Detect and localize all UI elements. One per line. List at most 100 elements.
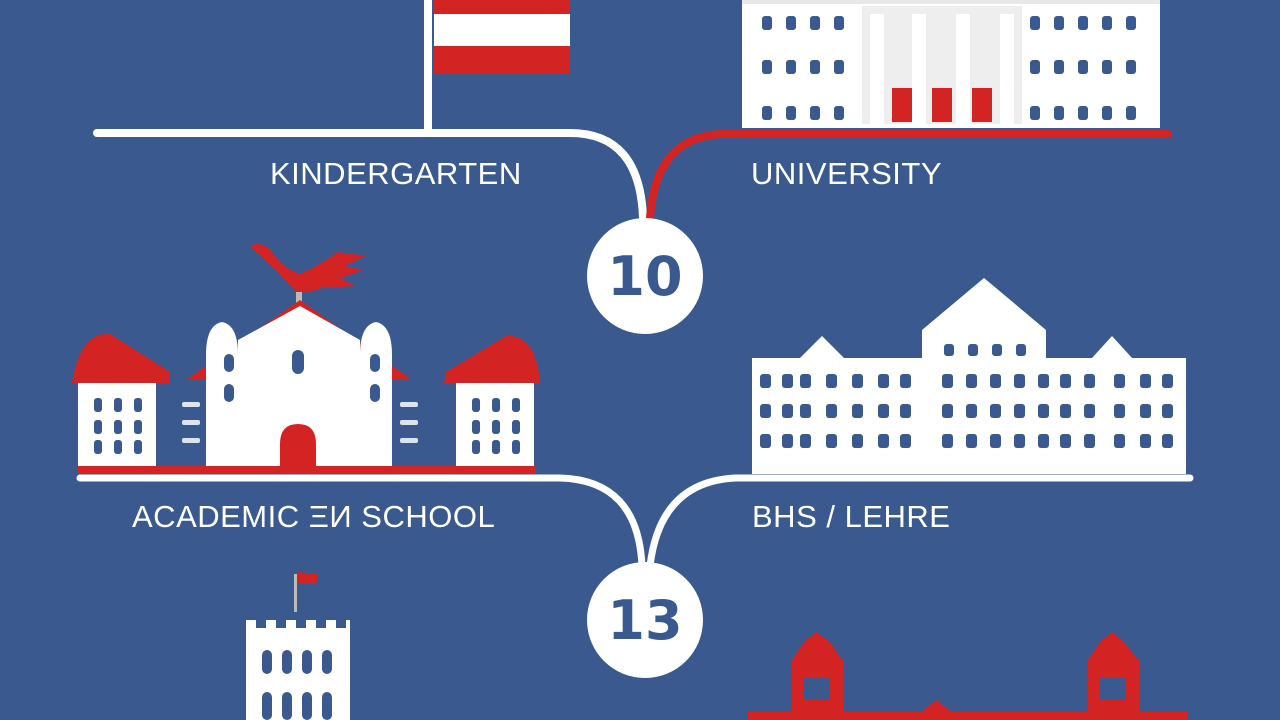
window-shape: [1084, 374, 1095, 388]
kindergarten-label: KINDERGARTEN: [270, 156, 522, 191]
step-number: 13: [607, 588, 683, 652]
window-shape: [900, 434, 911, 448]
window-shape: [1126, 106, 1136, 120]
window-shape: [1084, 434, 1095, 448]
window-shape: [810, 106, 820, 120]
window-shape: [966, 404, 977, 418]
window-shape: [810, 60, 820, 74]
window-shape: [1014, 374, 1025, 388]
window-shape: [966, 374, 977, 388]
window-shape: [114, 420, 122, 434]
window-shape: [900, 374, 911, 388]
window-shape: [134, 398, 142, 412]
window-shape: [1054, 60, 1064, 74]
kindergarten-connector: [93, 129, 647, 222]
window-shape: [990, 434, 1001, 448]
window-shape: [1102, 106, 1112, 120]
window-shape: [968, 344, 978, 356]
window-shape: [1102, 16, 1112, 30]
window-shape: [834, 16, 844, 30]
window-shape: [760, 404, 771, 418]
window-shape: [826, 374, 837, 388]
window-shape: [1114, 434, 1125, 448]
window-shape: [224, 354, 234, 372]
window-shape: [1014, 434, 1025, 448]
window-shape: [472, 440, 480, 454]
university-connector: [646, 130, 1172, 222]
window-shape: [900, 404, 911, 418]
window-shape: [1078, 60, 1088, 74]
window-shape: [1038, 404, 1049, 418]
window-shape: [224, 384, 234, 402]
window-shape: [1162, 374, 1173, 388]
step-number: 10: [607, 244, 683, 308]
window-shape: [826, 404, 837, 418]
window-shape: [834, 60, 844, 74]
window-shape: [800, 404, 811, 418]
window-shape: [762, 60, 772, 74]
window-shape: [292, 350, 304, 374]
window-shape: [834, 106, 844, 120]
window-shape: [1140, 404, 1151, 418]
window-shape: [852, 374, 863, 388]
window-shape: [762, 106, 772, 120]
window-shape: [472, 420, 480, 434]
window-shape: [826, 434, 837, 448]
window-shape: [992, 344, 1002, 356]
window-shape: [1078, 16, 1088, 30]
university-label: UNIVERSITY: [751, 156, 943, 191]
window-shape: [990, 374, 1001, 388]
window-shape: [810, 16, 820, 30]
academic-school-connector: [76, 474, 646, 570]
window-shape: [1140, 434, 1151, 448]
window-shape: [878, 374, 889, 388]
window-shape: [472, 398, 480, 412]
window-shape: [1014, 404, 1025, 418]
window-shape: [1140, 374, 1151, 388]
window-shape: [134, 420, 142, 434]
window-shape: [1126, 60, 1136, 74]
window-shape: [370, 354, 380, 372]
window-shape: [1126, 16, 1136, 30]
window-shape: [944, 344, 954, 356]
window-shape: [1038, 374, 1049, 388]
window-shape: [782, 434, 793, 448]
step-circle-10: 10: [587, 218, 703, 334]
window-shape: [492, 440, 500, 454]
window-shape: [990, 404, 1001, 418]
window-shape: [1102, 60, 1112, 74]
window-shape: [1114, 404, 1125, 418]
window-shape: [492, 420, 500, 434]
window-shape: [1078, 106, 1088, 120]
window-shape: [512, 420, 520, 434]
window-shape: [512, 440, 520, 454]
window-shape: [786, 16, 796, 30]
window-shape: [1054, 106, 1064, 120]
window-shape: [1162, 434, 1173, 448]
window-shape: [1060, 434, 1071, 448]
window-shape: [1114, 374, 1125, 388]
window-shape: [942, 404, 953, 418]
window-shape: [370, 384, 380, 402]
window-shape: [114, 440, 122, 454]
window-shape: [1060, 404, 1071, 418]
window-shape: [782, 404, 793, 418]
window-shape: [1030, 16, 1040, 30]
window-shape: [786, 60, 796, 74]
window-shape: [942, 434, 953, 448]
window-shape: [782, 374, 793, 388]
window-shape: [760, 374, 771, 388]
window-shape: [1030, 106, 1040, 120]
window-shape: [1038, 434, 1049, 448]
window-shape: [878, 404, 889, 418]
window-shape: [966, 434, 977, 448]
window-shape: [852, 434, 863, 448]
window-shape: [1060, 374, 1071, 388]
